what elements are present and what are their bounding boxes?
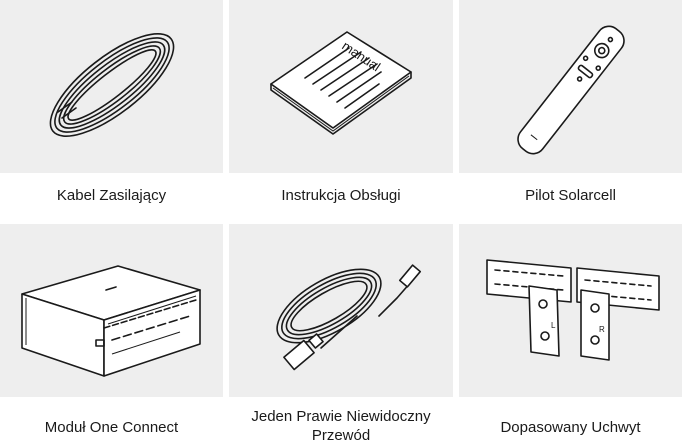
item-label-line: Moduł One Connect — [44, 419, 179, 436]
item-label-line: Instrukcja Obsługi — [281, 187, 401, 204]
item-label-invisible-cable: Jeden Prawie Niewidoczny Przewód — [229, 407, 453, 445]
item-panel-wall-mount: L R — [459, 224, 682, 397]
wall-mount-icon: L R — [486, 259, 660, 361]
item-label-line: Dopasowany Uchwyt — [500, 419, 641, 436]
svg-text:L: L — [551, 321, 556, 330]
remote-control-icon — [517, 25, 625, 155]
item-panel-power-cable — [0, 0, 223, 173]
item-label-one-connect: Moduł One Connect — [0, 418, 223, 437]
svg-text:R: R — [599, 325, 605, 334]
item-label-manual: Instrukcja Obsługi — [229, 186, 453, 205]
item-label-line: Przewód — [311, 427, 371, 444]
item-panel-manual: manual — [229, 0, 453, 173]
one-connect-box-icon — [21, 265, 201, 377]
item-label-line: Kabel Zasilający — [56, 187, 167, 204]
item-label-line: Pilot Solarcell — [525, 187, 616, 204]
item-label-power-cable: Kabel Zasilający — [0, 186, 223, 205]
item-label-line: Jeden Prawie Niewidoczny — [251, 408, 431, 425]
item-label-remote: Pilot Solarcell — [459, 186, 682, 205]
item-panel-invisible-cable — [229, 224, 453, 397]
item-panel-one-connect — [0, 224, 223, 397]
item-panel-remote — [459, 0, 682, 173]
manual-icon: manual — [270, 31, 412, 135]
power-cable-icon — [49, 33, 175, 137]
one-invisible-cable-icon — [276, 264, 422, 371]
item-label-wall-mount: Dopasowany Uchwyt — [459, 418, 682, 437]
